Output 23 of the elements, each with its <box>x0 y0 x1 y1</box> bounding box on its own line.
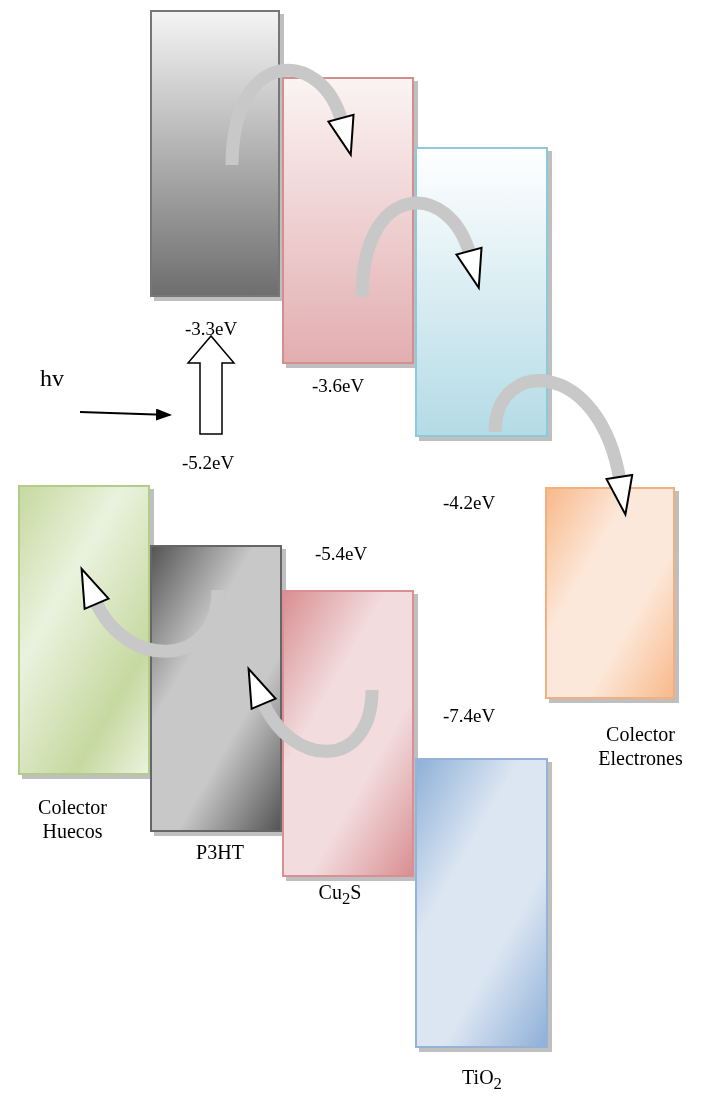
photon-label: hv <box>40 364 64 393</box>
energy-level-bar <box>282 77 414 364</box>
energy-value-label: -5.4eV <box>315 543 368 566</box>
energy-value-label: -4.2eV <box>443 492 496 515</box>
energy-value-label: -3.3eV <box>185 318 238 341</box>
energy-level-bar <box>282 590 414 877</box>
energy-value-label: -7.4eV <box>443 705 496 728</box>
curved-arrow <box>355 196 483 298</box>
energy-level-bar <box>415 758 548 1048</box>
curved-arrow <box>77 569 225 658</box>
energy-value-label: -3.6eV <box>312 375 365 398</box>
material-label: P3HT <box>195 840 245 864</box>
material-label: TiO$_{2}$ <box>461 1065 503 1094</box>
energy-level-bar <box>150 10 280 297</box>
material-label: Cu$_{2}$S <box>317 880 363 909</box>
energy-value-label: -5.2eV <box>182 452 235 475</box>
energy-level-bar <box>545 487 675 699</box>
energy-level-bar <box>150 545 282 832</box>
collector-label: Colector Electrones <box>597 722 684 770</box>
curved-arrow <box>488 374 633 516</box>
collector-label: Colector Huecos <box>37 795 108 843</box>
energy-level-bar <box>415 147 548 437</box>
energy-level-bar <box>18 485 150 775</box>
